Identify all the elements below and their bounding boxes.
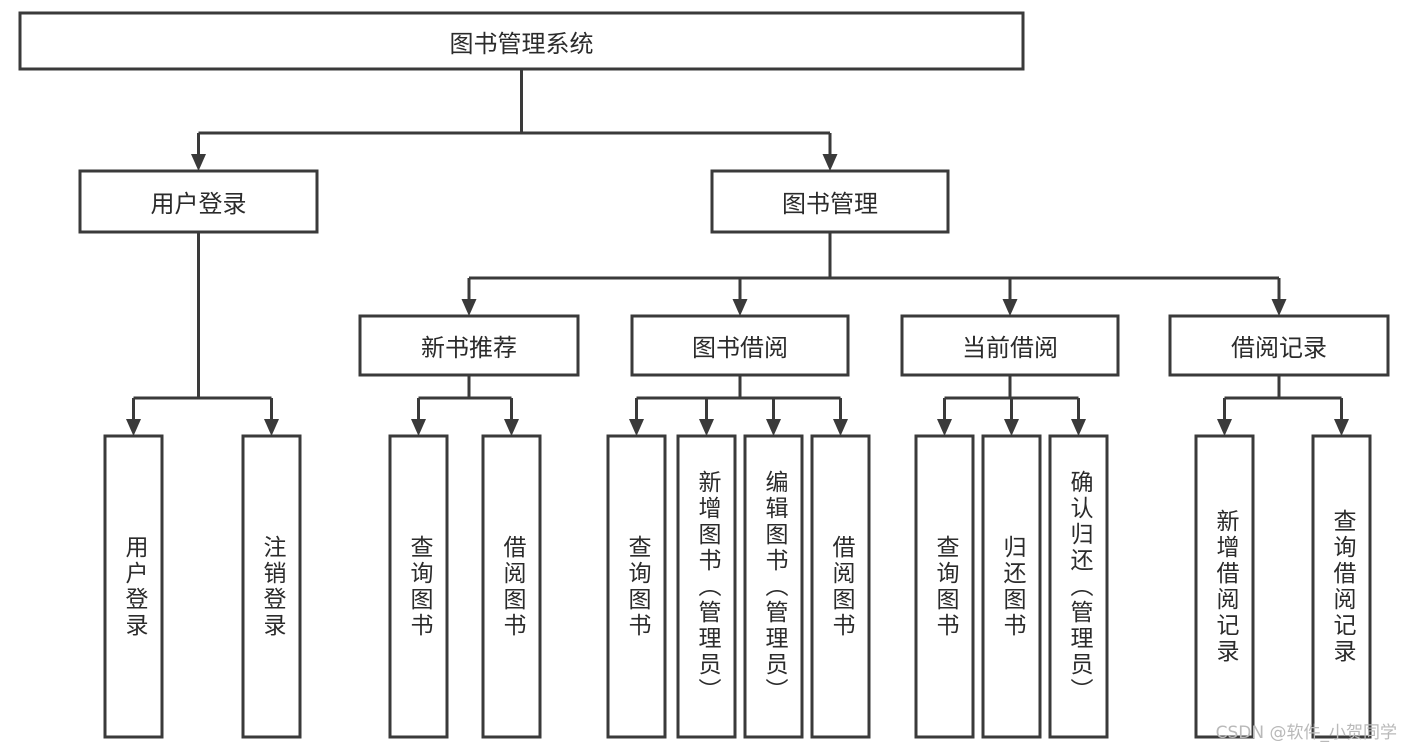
arrow-head-icon bbox=[191, 154, 206, 171]
node-box-leaf-add-book[interactable] bbox=[676, 434, 737, 739]
arrow-head-icon bbox=[937, 419, 952, 436]
connector-layer bbox=[126, 69, 1349, 436]
node-layer bbox=[18, 11, 1390, 739]
arrow-head-icon bbox=[1271, 299, 1287, 316]
node-box-leaf-add-record[interactable] bbox=[1194, 434, 1255, 739]
node-box-borrow[interactable] bbox=[630, 314, 850, 377]
node-box-newbook[interactable] bbox=[358, 314, 580, 377]
node-box-login[interactable] bbox=[78, 169, 319, 234]
arrow-head-icon bbox=[1004, 419, 1019, 436]
arrow-head-icon bbox=[732, 299, 748, 316]
arrow-head-icon bbox=[411, 419, 426, 436]
edge-group-current bbox=[937, 375, 1086, 436]
arrow-head-icon bbox=[1071, 419, 1086, 436]
node-box-leaf-query-record[interactable] bbox=[1311, 434, 1372, 739]
edge-group-borrow bbox=[629, 375, 848, 436]
arrow-head-icon bbox=[833, 419, 848, 436]
arrow-head-icon bbox=[1217, 419, 1232, 436]
node-box-root[interactable] bbox=[18, 11, 1025, 71]
arrow-head-icon bbox=[126, 419, 141, 436]
node-box-leaf-confirm-ret[interactable] bbox=[1048, 434, 1109, 739]
node-box-records[interactable] bbox=[1168, 314, 1390, 377]
node-box-leaf-borrow-book-2[interactable] bbox=[810, 434, 871, 739]
node-box-leaf-borrow-book-1[interactable] bbox=[481, 434, 542, 739]
arrow-head-icon bbox=[1334, 419, 1349, 436]
node-box-leaf-return-book[interactable] bbox=[981, 434, 1042, 739]
arrow-head-icon bbox=[264, 419, 279, 436]
node-box-current[interactable] bbox=[900, 314, 1120, 377]
node-box-leaf-edit-book[interactable] bbox=[743, 434, 804, 739]
arrow-head-icon bbox=[699, 419, 714, 436]
node-box-bookmgmt[interactable] bbox=[710, 169, 950, 234]
node-box-leaf-query-book-1[interactable] bbox=[388, 434, 449, 739]
arrow-head-icon bbox=[461, 299, 477, 316]
node-box-leaf-user-login[interactable] bbox=[103, 434, 164, 739]
arrow-head-icon bbox=[629, 419, 644, 436]
edge-group-root bbox=[191, 69, 838, 171]
arrow-head-icon bbox=[766, 419, 781, 436]
edge-group-records bbox=[1217, 375, 1349, 436]
arrow-head-icon bbox=[822, 154, 838, 171]
edge-group-bookmgmt bbox=[461, 232, 1287, 316]
edge-group-newbook bbox=[411, 375, 519, 436]
arrow-head-icon bbox=[504, 419, 519, 436]
edge-group-login bbox=[126, 232, 279, 436]
node-box-leaf-query-book-3[interactable] bbox=[914, 434, 975, 739]
node-box-leaf-query-book-2[interactable] bbox=[606, 434, 667, 739]
node-box-leaf-user-logout[interactable] bbox=[241, 434, 302, 739]
arrow-head-icon bbox=[1002, 299, 1018, 316]
